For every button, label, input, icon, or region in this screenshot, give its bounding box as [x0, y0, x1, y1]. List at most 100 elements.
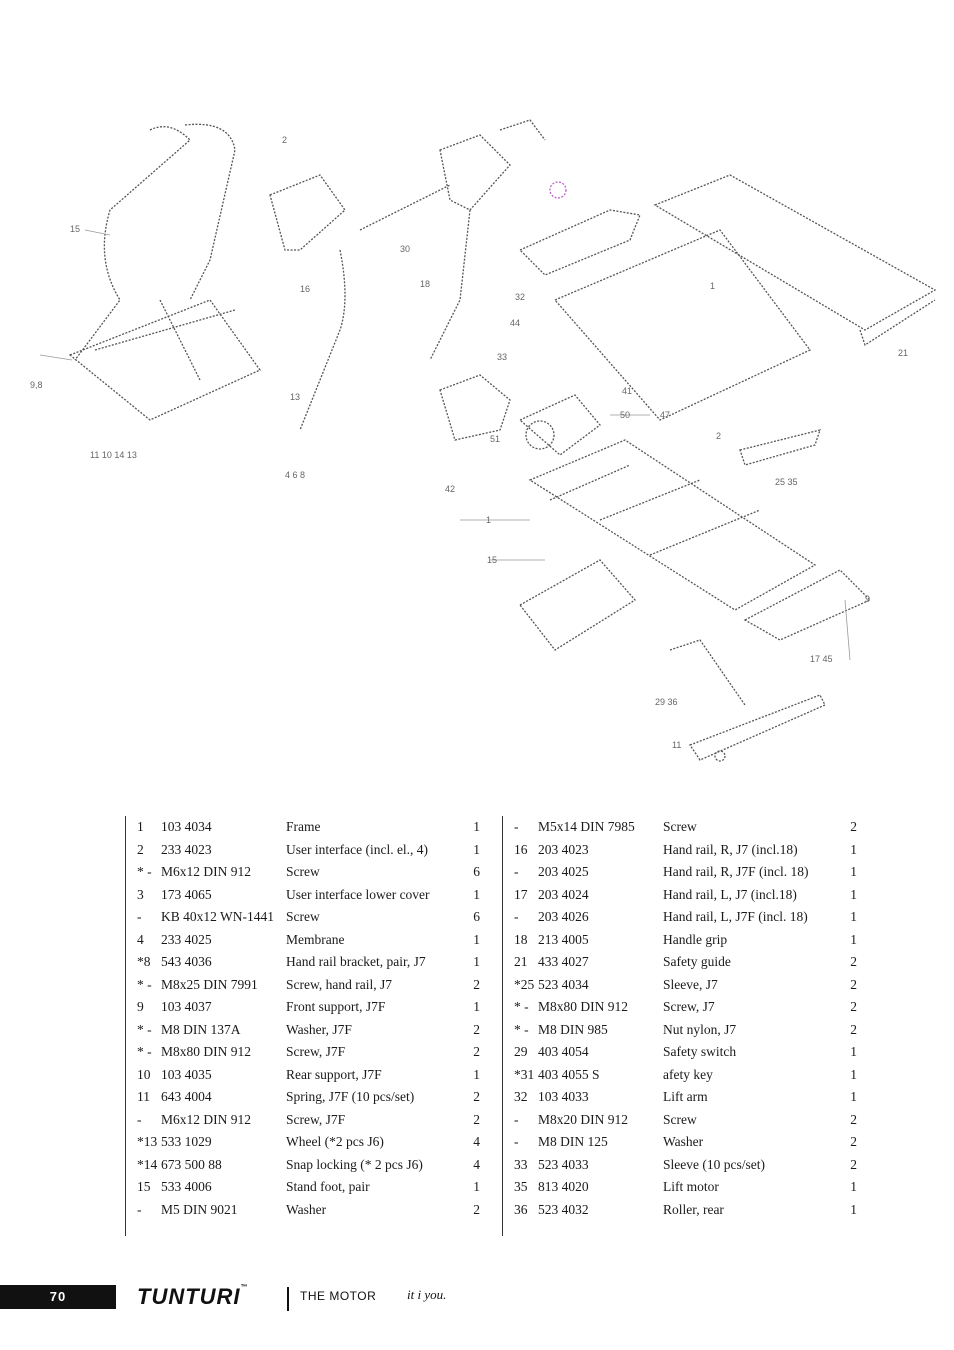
svg-text:9,8: 9,8 — [30, 380, 43, 390]
part-description: Safety guide — [663, 954, 731, 969]
part-description: Lift arm — [663, 1089, 708, 1104]
part-description: Washer — [663, 1134, 704, 1149]
electronics-box — [439, 374, 511, 441]
part-quantity: 2 — [850, 999, 857, 1014]
lift-motor — [689, 694, 826, 761]
part-quantity: 6 — [473, 864, 480, 879]
part-description: Hand rail, R, J7F (incl. 18) — [663, 864, 809, 879]
part-description: Front support, J7F — [286, 999, 386, 1014]
part-description: Membrane — [286, 931, 345, 947]
part-quantity: 1 — [850, 1066, 857, 1082]
part-number: 36 — [514, 1201, 528, 1217]
part-description: User interface (incl. el., 4) — [286, 841, 429, 857]
svg-text:21: 21 — [898, 348, 908, 358]
part-code: 203 4025 — [538, 864, 589, 879]
part-quantity: 6 — [473, 909, 480, 924]
part-code: 203 4024 — [538, 886, 589, 902]
svg-text:47: 47 — [660, 410, 670, 420]
part-number: 4 — [137, 931, 144, 947]
part-description: Roller, rear — [663, 1201, 724, 1217]
trademark-symbol: ™ — [240, 1284, 249, 1291]
part-number: 2 — [137, 841, 144, 857]
part-code: 523 4032 — [538, 1201, 589, 1217]
part-number: * - — [137, 1021, 152, 1037]
part-quantity: 2 — [473, 1044, 480, 1059]
part-number: 32 — [514, 1089, 528, 1104]
part-quantity: 1 — [473, 1066, 480, 1082]
part-code: M8x80 DIN 912 — [538, 999, 628, 1014]
stand-base — [68, 299, 261, 421]
part-code: M8 DIN 985 — [538, 1021, 608, 1037]
part-code: 523 4034 — [538, 976, 589, 992]
svg-text:13: 13 — [290, 392, 300, 402]
part-quantity: 2 — [850, 976, 857, 992]
part-number: * - — [137, 976, 152, 992]
part-quantity: 2 — [850, 1156, 857, 1172]
part-quantity: 1 — [473, 819, 480, 834]
part-code: M5 DIN 9021 — [161, 1201, 238, 1217]
svg-text:15: 15 — [487, 555, 497, 565]
part-quantity: 1 — [850, 909, 857, 924]
svg-text:2: 2 — [716, 431, 721, 441]
part-code: M8 DIN 137A — [161, 1021, 241, 1037]
part-code: 213 4005 — [538, 931, 589, 947]
running-deck — [553, 229, 812, 421]
part-code: M8 DIN 125 — [538, 1134, 608, 1149]
part-description: Screw, hand rail, J7 — [286, 976, 392, 992]
svg-text:17 45: 17 45 — [810, 654, 833, 664]
part-code: M8x25 DIN 7991 — [161, 976, 258, 992]
part-quantity: 4 — [473, 1156, 480, 1172]
part-code: 103 4033 — [538, 1089, 589, 1104]
part-quantity: 1 — [473, 931, 480, 947]
part-code: 203 4026 — [538, 909, 589, 924]
part-description: Rear support, J7F — [286, 1066, 382, 1082]
svg-text:11 10 14 13: 11 10 14 13 — [90, 450, 137, 460]
part-code: 673 500 88 — [161, 1156, 222, 1172]
part-number: 9 — [137, 999, 144, 1014]
part-quantity: 2 — [850, 1021, 857, 1037]
part-quantity: 1 — [473, 954, 480, 969]
part-description: Screw, J7F — [286, 1111, 346, 1127]
part-number: 33 — [514, 1156, 528, 1172]
part-number: 1 — [137, 819, 144, 834]
stand-rail-right — [184, 123, 236, 301]
part-number: - — [514, 819, 519, 834]
part-code: 233 4023 — [161, 841, 212, 857]
part-description: Stand foot, pair — [286, 1179, 370, 1194]
part-code: 533 1029 — [161, 1134, 212, 1149]
part-number: - — [514, 1134, 519, 1149]
exploded-view-diagram: 2 15 9,8 11 10 14 13 16 18 30 13 4 6 8 3… — [30, 119, 937, 762]
part-quantity: 2 — [850, 954, 857, 969]
motor — [518, 394, 601, 456]
svg-text:50: 50 — [620, 410, 630, 420]
svg-text:15: 15 — [70, 224, 80, 234]
svg-text:1: 1 — [486, 515, 491, 525]
part-number: - — [137, 1201, 142, 1217]
part-code: 103 4037 — [161, 999, 212, 1014]
part-description: Sleeve, J7 — [663, 976, 718, 992]
part-quantity: 2 — [473, 1201, 480, 1217]
svg-text:18: 18 — [420, 279, 430, 289]
part-quantity: 1 — [850, 864, 857, 879]
svg-text:25 35: 25 35 — [775, 477, 798, 487]
part-description: Hand rail, R, J7 (incl.18) — [663, 841, 798, 857]
part-code: M6x12 DIN 912 — [161, 864, 251, 879]
main-frame — [528, 439, 817, 611]
svg-text:29 36: 29 36 — [655, 697, 678, 707]
part-number: *13 — [137, 1134, 158, 1149]
svg-text:30: 30 — [400, 244, 410, 254]
tagline-script: it i you. — [407, 1287, 447, 1302]
part-description: Screw, J7 — [663, 999, 715, 1014]
part-code: 403 4055 S — [538, 1066, 600, 1082]
part-quantity: 1 — [850, 886, 857, 902]
svg-text:51: 51 — [490, 434, 500, 444]
ui-wire — [499, 119, 546, 141]
